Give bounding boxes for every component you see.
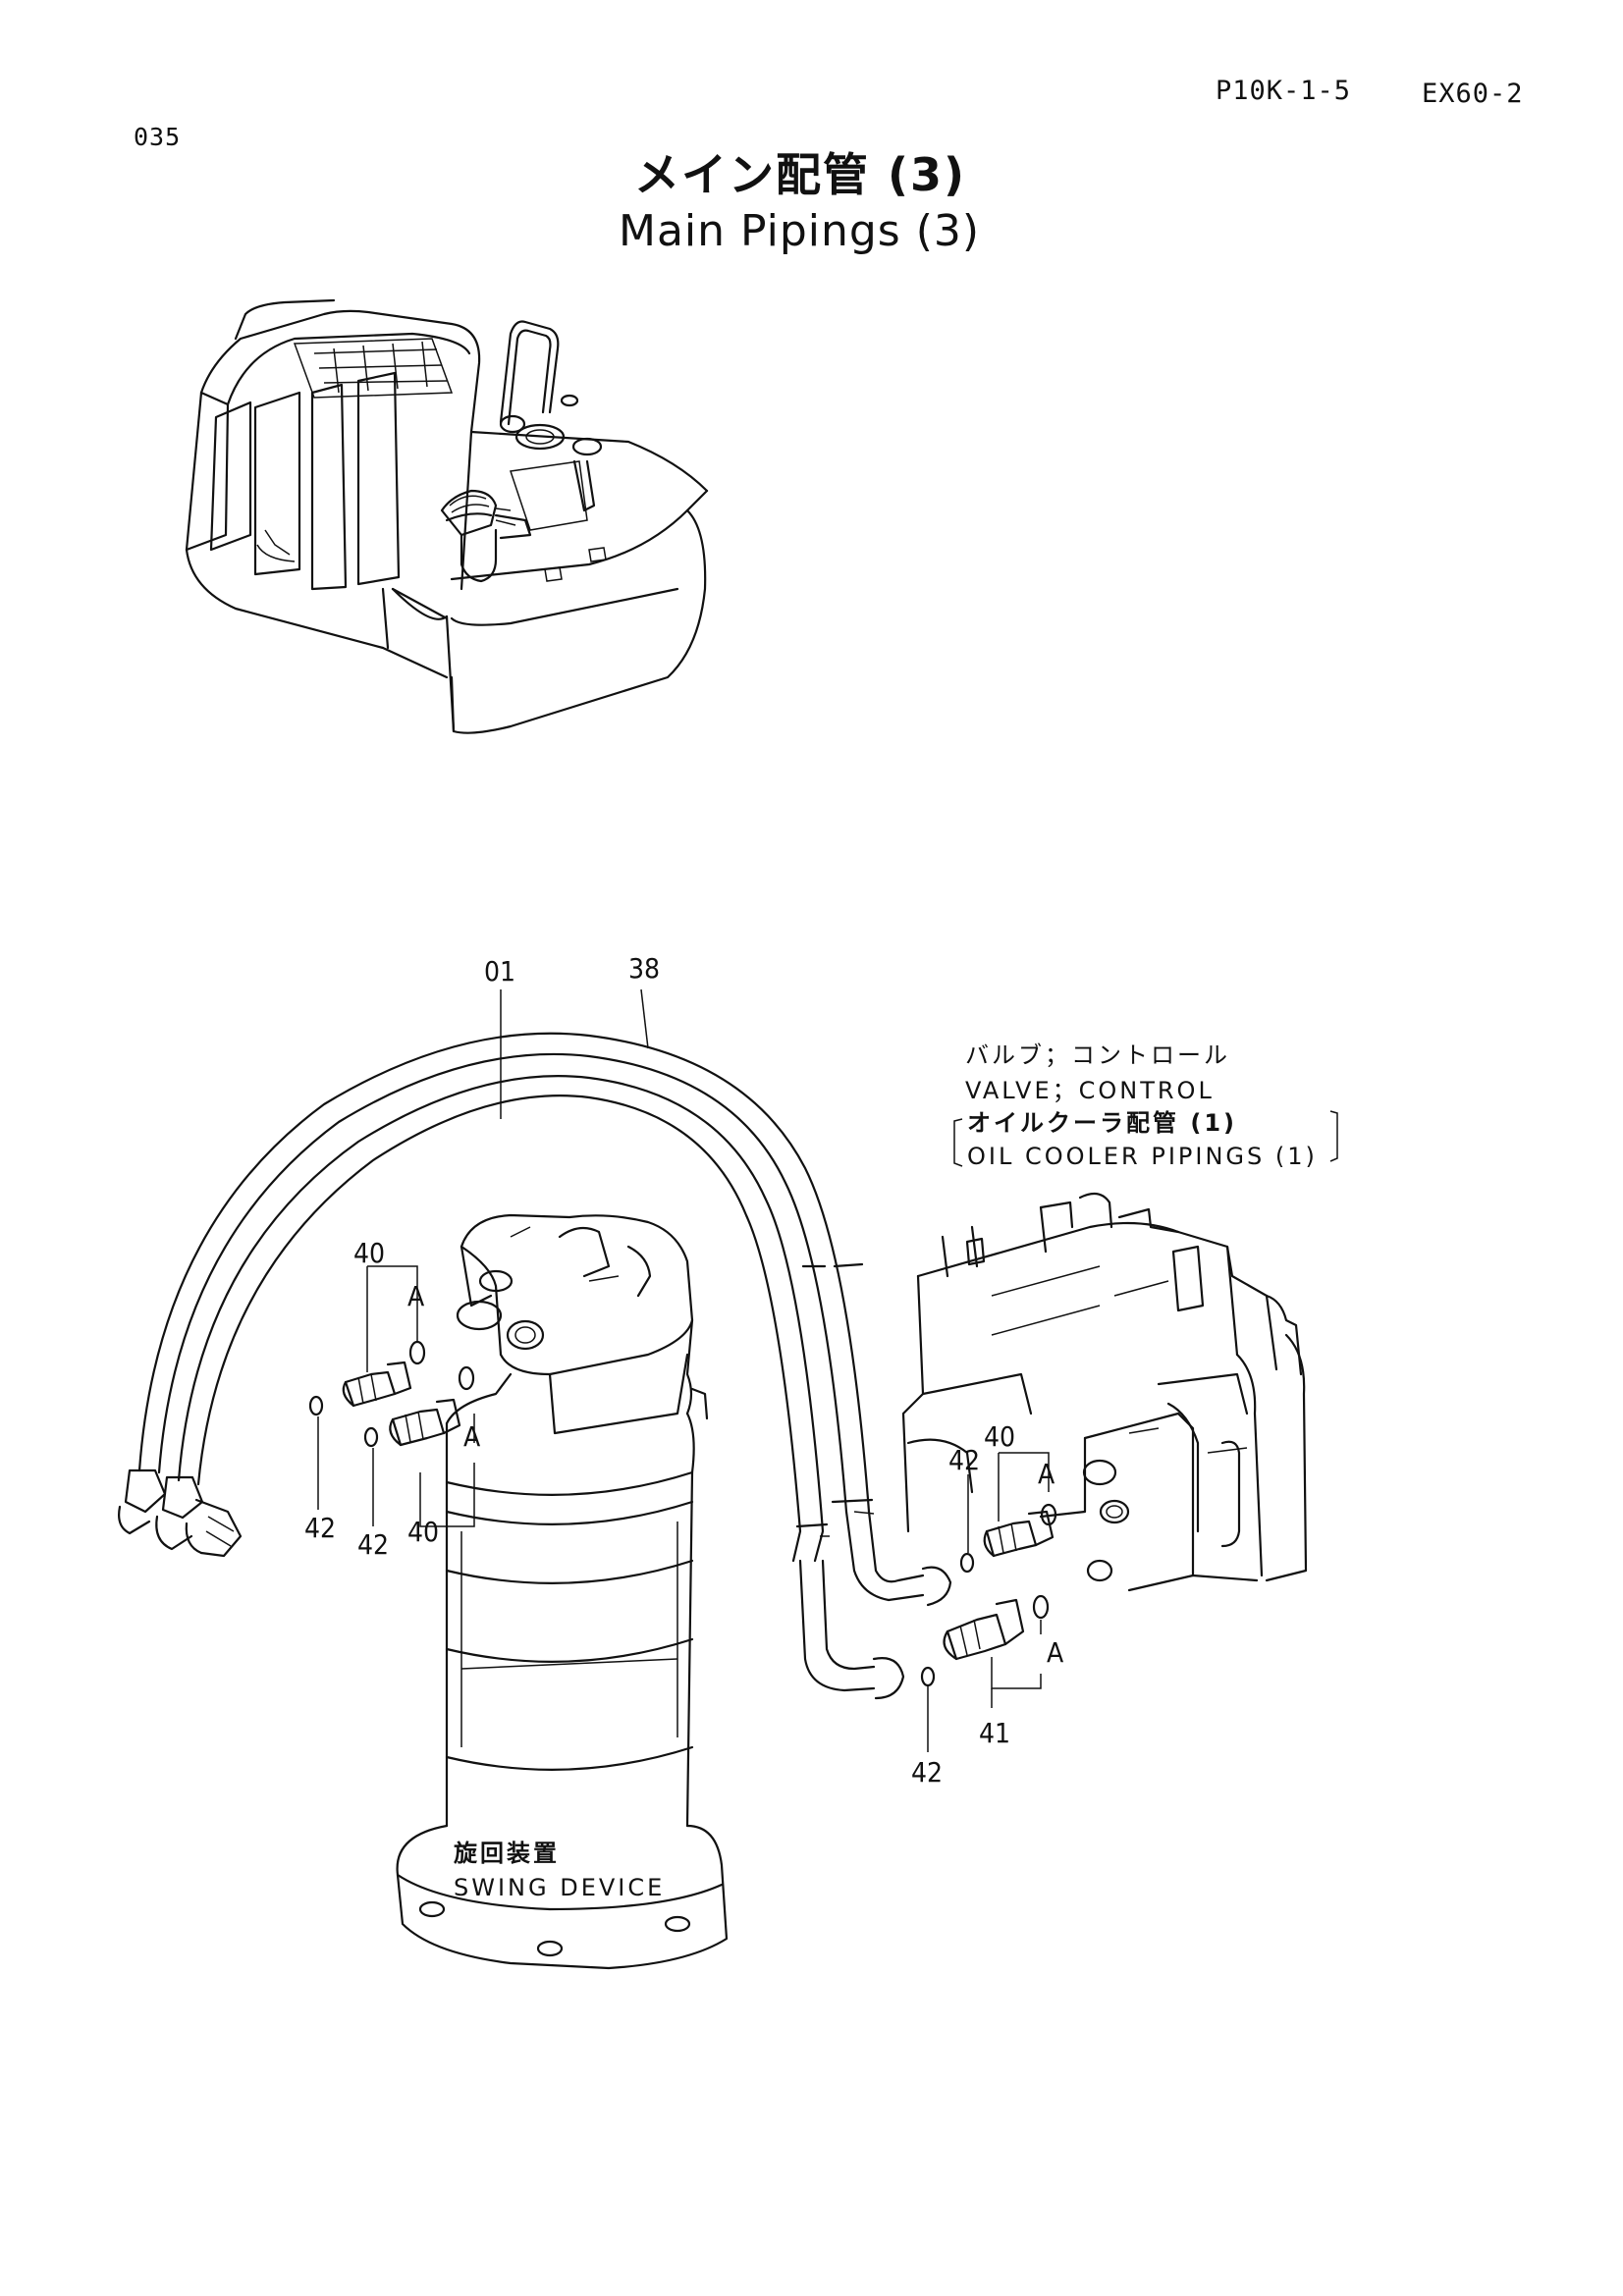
oil-cooler-label-en: OIL COOLER PIPINGS (1) (967, 1143, 1318, 1170)
ref-a-upper-left: A (407, 1280, 425, 1312)
swing-device-illustration (396, 1213, 729, 1970)
swing-device-label-jp: 旋回装置 (454, 1840, 560, 1867)
part-number-42-valve-lower: 42 (911, 1756, 944, 1789)
part-number-38: 38 (628, 952, 661, 985)
part-number-40-upper: 40 (353, 1237, 386, 1269)
excavator-overview-illustration (185, 298, 709, 734)
part-number-42-left-a: 42 (304, 1512, 337, 1544)
oil-cooler-label-jp: オイルクーラ配管 (1) (967, 1109, 1237, 1137)
ref-a-valve-lower: A (1047, 1636, 1064, 1669)
part-number-40-lower: 40 (407, 1516, 440, 1548)
hose-assembly (118, 1032, 952, 1700)
valve-label-en: VALVE；CONTROL (965, 1077, 1215, 1104)
swing-fittings (308, 1340, 475, 1448)
page-title-jp: メイン配管 (3) (634, 148, 967, 201)
ref-a-valve-upper: A (1038, 1458, 1055, 1490)
model-code: EX60-2 (1422, 79, 1524, 109)
part-number-42-left-b: 42 (357, 1528, 390, 1561)
page-code: P10K-1-5 (1216, 76, 1352, 106)
part-number-41: 41 (979, 1717, 1011, 1749)
page-title-en: Main Pipings (3) (619, 206, 981, 256)
control-valve-illustration (901, 1192, 1308, 1592)
part-number-40-valve: 40 (984, 1420, 1016, 1453)
sheet-number: 035 (134, 123, 182, 151)
ref-a-lower-left: A (463, 1420, 481, 1453)
swing-device-label-en: SWING DEVICE (454, 1874, 666, 1901)
leader-lines (317, 988, 1338, 1752)
part-number-42-valve-upper: 42 (948, 1444, 981, 1476)
valve-fittings (920, 1503, 1057, 1687)
valve-label-jp: バルブ；コントロール (965, 1041, 1230, 1069)
part-number-01: 01 (484, 955, 516, 988)
